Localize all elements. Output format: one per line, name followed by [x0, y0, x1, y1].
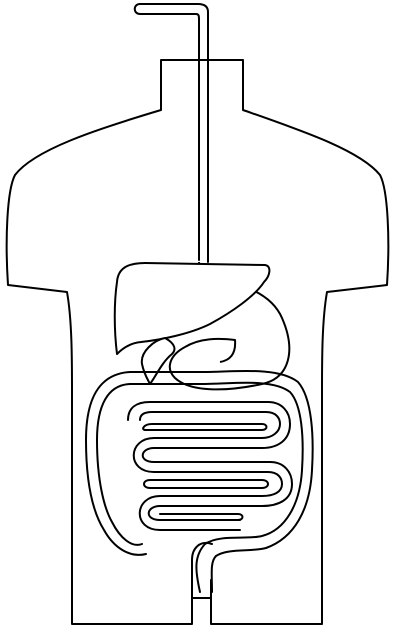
small-intestine-loop-2	[144, 480, 268, 488]
small-intestine-coil-outer	[128, 402, 292, 520]
small-intestine	[128, 402, 292, 530]
gallbladder	[142, 338, 175, 384]
esophagus	[135, 4, 208, 262]
small-intestine-loop-1	[143, 424, 266, 430]
rectum	[192, 543, 212, 598]
